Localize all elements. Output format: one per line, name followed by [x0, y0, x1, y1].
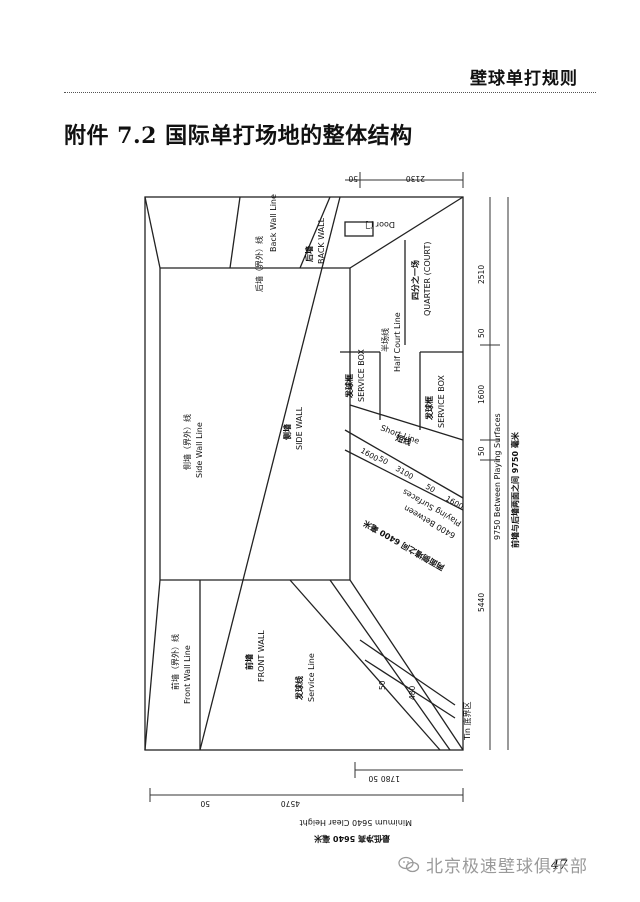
short-line — [349, 404, 464, 441]
tin-label: Tin 底界区 — [462, 702, 472, 741]
dim-50-b: 50 — [424, 482, 437, 495]
half-court-label: 半场线 — [380, 328, 390, 352]
dim-2130: 2130 — [406, 174, 425, 183]
service-box-right-label-en: SERVICE BOX — [437, 375, 446, 428]
quarter-court-label: 四分之一场 — [410, 260, 420, 300]
service-line — [289, 579, 441, 751]
page-number: 47 — [551, 858, 568, 873]
dim-5440: 5440 — [477, 593, 486, 612]
back-wall-label: 后墙 — [304, 246, 314, 262]
service-line-label: 发球线 — [294, 676, 304, 701]
dimension-lines — [149, 172, 509, 802]
side-wall-line-label-en: Side Wall Line — [195, 422, 204, 478]
height-label-en: Minimum 5640 Clear Height — [300, 818, 412, 827]
service-line-label-en: Service Line — [307, 653, 316, 702]
dim-50-top: 50 — [348, 174, 358, 183]
height-label-cn: 最低净高 5640 毫米 — [313, 834, 390, 844]
door-label: Door 门 — [365, 220, 395, 230]
dim-50-r1: 50 — [477, 328, 486, 338]
back-wall-label-en: BACK WALL — [317, 217, 326, 264]
front-wall-line-label-en: Front Wall Line — [183, 645, 192, 704]
dim-50-r2: 50 — [477, 446, 486, 456]
court-lines — [144, 196, 464, 751]
dim-50-a: 50 — [377, 454, 390, 467]
dim-50-bottom: 50 — [368, 774, 378, 783]
back-wall-line-label-en: Back Wall Line — [269, 194, 278, 252]
side-wall-line — [199, 196, 341, 751]
side-wall-line-label: 侧墙（界外）线 — [182, 414, 192, 470]
dimension-values: 2130 50 2510 50 1600 50 5440 1600 50 310… — [200, 174, 486, 808]
back-wall-line-label: 后墙（界外）线 — [254, 236, 264, 292]
service-box-right-label: 发球框 — [424, 396, 434, 421]
service-box-left-label-en: SERVICE BOX — [357, 349, 366, 402]
dim-1600-r: 1600 — [477, 385, 486, 404]
side-wall-label-en: SIDE WALL — [295, 406, 304, 450]
dim-1600-b: 1600 — [444, 494, 465, 511]
side-wall-label: 侧墙 — [282, 424, 292, 440]
front-wall-label: 前墙 — [244, 654, 254, 670]
front-wall-label-en: FRONT WALL — [257, 630, 266, 682]
header-divider — [64, 92, 596, 93]
wechat-icon — [398, 856, 420, 872]
dim-480: 480 — [408, 685, 417, 700]
front-wall-line-label: 前墙（界外）线 — [170, 634, 180, 690]
dim-3100: 3100 — [394, 464, 415, 481]
dim-50-tin: 50 — [378, 680, 387, 690]
door-marker — [344, 221, 374, 237]
half-court-label-en: Half Court Line — [393, 312, 402, 372]
length-label-en: 9750 Between Playing Surfaces — [493, 413, 502, 540]
quarter-court-label-en: QUARTER (COURT) — [423, 242, 432, 317]
dim-50-height: 50 — [200, 799, 210, 808]
running-header: 壁球单打规则 — [470, 69, 578, 89]
dim-4570: 4570 — [281, 799, 300, 808]
length-label-cn: 前墙与后墙两面之间 9750 毫米 — [510, 431, 520, 548]
dim-1780: 1780 — [381, 774, 400, 783]
section-title: 附件 7.2 国际单打场地的整体结构 — [64, 123, 413, 149]
court-outline — [144, 196, 464, 751]
watermark: 北京极速壁球俱乐部 — [398, 852, 588, 877]
dim-2510: 2510 — [477, 265, 486, 284]
tin-line — [359, 639, 456, 706]
back-wall-edge — [349, 196, 464, 269]
watermark-text: 北京极速壁球俱乐部 — [426, 857, 588, 877]
service-box-left-label: 发球框 — [344, 374, 354, 399]
